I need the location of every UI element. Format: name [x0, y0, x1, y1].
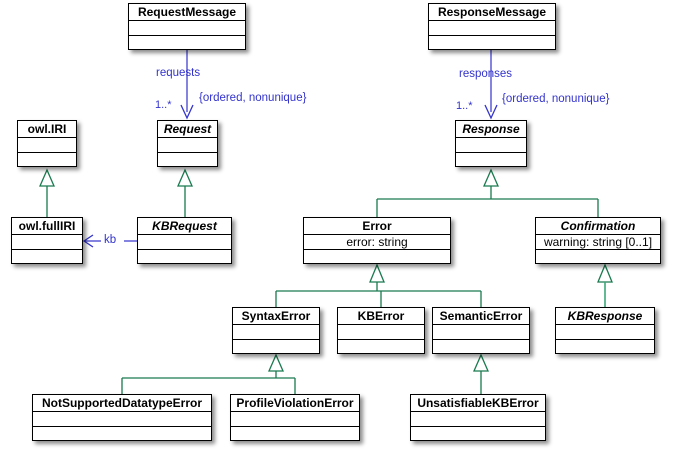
class-confirmation[interactable]: Confirmation warning: string [0..1]	[535, 217, 661, 264]
class-name-owl-iri: owl.IRI	[18, 121, 76, 138]
association-constraint-requests: {ordered, nonunique}	[199, 92, 307, 104]
generalization-error-confirmation-response	[376, 168, 599, 217]
generalization-kbresponse-confirmation	[597, 263, 613, 307]
class-syntax-error[interactable]: SyntaxError	[232, 307, 320, 354]
class-operations-response	[456, 153, 526, 166]
class-name-error: Error	[304, 218, 450, 235]
class-attributes-not-supported-datatype-error	[33, 412, 211, 427]
association-label-kb: kb	[104, 234, 117, 246]
class-kb-error[interactable]: KBError	[337, 307, 425, 354]
class-name-confirmation: Confirmation	[536, 218, 660, 235]
class-operations-owl-full-iri	[12, 250, 82, 263]
class-name-syntax-error: SyntaxError	[233, 308, 319, 325]
class-attributes-request	[158, 138, 217, 153]
class-attributes-response	[456, 138, 526, 153]
generalization-errors-error	[275, 263, 482, 307]
class-operations-owl-iri	[18, 153, 76, 166]
association-multiplicity-responses: 1..*	[456, 100, 473, 112]
class-attributes-kb-response	[556, 325, 654, 340]
class-operations-request	[158, 153, 217, 166]
class-semantic-error[interactable]: SemanticError	[432, 307, 530, 354]
class-attributes-response-message	[429, 21, 555, 36]
class-operations-response-message	[429, 36, 555, 49]
class-attributes-confirmation: warning: string [0..1]	[536, 235, 660, 250]
class-kb-response[interactable]: KBResponse	[555, 307, 655, 354]
class-unsatisfiable-kb-error[interactable]: UnsatisfiableKBError	[410, 394, 546, 441]
class-response-message[interactable]: ResponseMessage	[428, 3, 556, 50]
association-constraint-responses: {ordered, nonunique}	[502, 93, 610, 105]
class-name-kb-response: KBResponse	[556, 308, 654, 325]
class-attributes-syntax-error	[233, 325, 319, 340]
class-name-response: Response	[456, 121, 526, 138]
class-owl-iri[interactable]: owl.IRI	[17, 120, 77, 167]
class-operations-kb-request	[138, 250, 231, 263]
class-name-profile-violation-error: ProfileViolationError	[231, 395, 359, 412]
class-attributes-kb-error	[338, 325, 424, 340]
class-name-owl-full-iri: owl.fullIRI	[12, 218, 82, 235]
class-attributes-semantic-error	[433, 325, 529, 340]
class-name-kb-error: KBError	[338, 308, 424, 325]
class-operations-kb-response	[556, 340, 654, 353]
class-operations-request-message	[129, 36, 245, 49]
generalization-syntaxerror-children	[121, 353, 296, 394]
class-request[interactable]: Request	[157, 120, 218, 167]
class-name-semantic-error: SemanticError	[433, 308, 529, 325]
association-label-requests: requests	[156, 67, 201, 79]
association-multiplicity-requests: 1..*	[155, 99, 172, 111]
class-owl-full-iri[interactable]: owl.fullIRI	[11, 217, 83, 264]
class-profile-violation-error[interactable]: ProfileViolationError	[230, 394, 360, 441]
class-response[interactable]: Response	[455, 120, 527, 167]
class-operations-unsatisfiable-kb-error	[411, 427, 545, 440]
class-attributes-unsatisfiable-kb-error	[411, 412, 545, 427]
association-responses	[484, 50, 498, 120]
class-error[interactable]: Error error: string	[303, 217, 451, 264]
class-kb-request[interactable]: KBRequest	[137, 217, 232, 264]
class-attributes-kb-request	[138, 235, 231, 250]
class-attributes-owl-iri	[18, 138, 76, 153]
class-name-request-message: RequestMessage	[129, 4, 245, 21]
generalization-owlfulliri-owliri	[39, 168, 55, 217]
class-request-message[interactable]: RequestMessage	[128, 3, 246, 50]
class-attributes-owl-full-iri	[12, 235, 82, 250]
association-label-responses: responses	[459, 68, 513, 80]
class-not-supported-datatype-error[interactable]: NotSupportedDatatypeError	[32, 394, 212, 441]
generalization-kbrequest-request	[177, 168, 193, 217]
class-operations-not-supported-datatype-error	[33, 427, 211, 440]
class-name-kb-request: KBRequest	[138, 218, 231, 235]
class-operations-kb-error	[338, 340, 424, 353]
class-operations-semantic-error	[433, 340, 529, 353]
class-operations-confirmation	[536, 250, 660, 263]
class-operations-syntax-error	[233, 340, 319, 353]
association-requests	[180, 50, 194, 120]
class-name-request: Request	[158, 121, 217, 138]
class-operations-profile-violation-error	[231, 427, 359, 440]
class-operations-error	[304, 250, 450, 263]
class-name-not-supported-datatype-error: NotSupportedDatatypeError	[33, 395, 211, 412]
generalization-unsatisfiablekberror-semanticerror	[473, 353, 489, 394]
class-attributes-error: error: string	[304, 235, 450, 250]
class-attributes-request-message	[129, 21, 245, 36]
class-name-unsatisfiable-kb-error: UnsatisfiableKBError	[411, 395, 545, 412]
class-attributes-profile-violation-error	[231, 412, 359, 427]
class-name-response-message: ResponseMessage	[429, 4, 555, 21]
